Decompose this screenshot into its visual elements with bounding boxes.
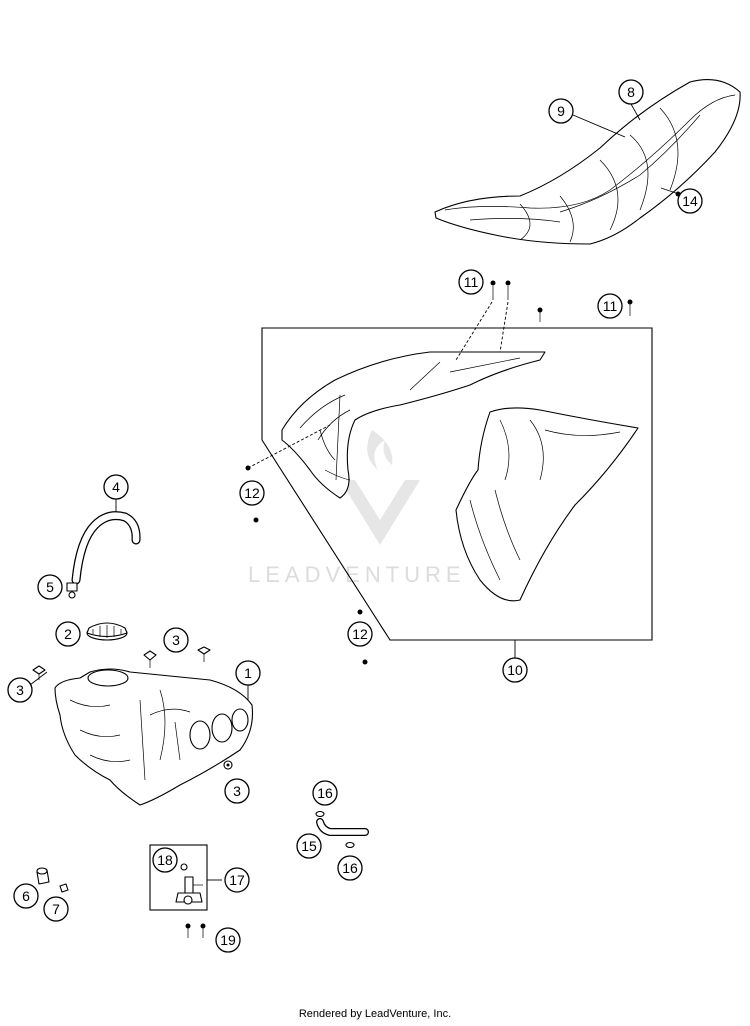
- fuel-tap-17: [175, 876, 203, 905]
- callout-11: 11: [597, 293, 623, 319]
- callout-16: 16: [312, 780, 338, 806]
- svg-text:3: 3: [172, 632, 180, 648]
- callout-12: 12: [347, 621, 373, 647]
- svg-text:12: 12: [244, 485, 260, 501]
- callout-17: 17: [224, 867, 250, 893]
- side-panel-frame: [261, 327, 653, 641]
- callout-12: 12: [239, 480, 265, 506]
- clamp-16-set: [315, 810, 355, 849]
- screw-3-set: [32, 646, 233, 770]
- svg-text:3: 3: [16, 682, 24, 698]
- screw-12-path: [247, 424, 331, 469]
- callout-11: 11: [458, 269, 484, 295]
- callout-5: 5: [37, 574, 63, 600]
- callout-3: 3: [163, 627, 189, 653]
- svg-text:10: 10: [507, 662, 523, 678]
- callout-16: 16: [337, 855, 363, 881]
- svg-text:12: 12: [352, 626, 368, 642]
- svg-text:16: 16: [342, 860, 358, 876]
- footer-credit: Rendered by LeadVenture, Inc.: [298, 1008, 452, 1020]
- leader-9: [572, 114, 626, 138]
- svg-text:1: 1: [244, 665, 252, 681]
- svg-text:16: 16: [317, 785, 333, 801]
- svg-text:8: 8: [627, 84, 635, 100]
- screw-12-set: [245, 465, 368, 665]
- svg-text:9: 9: [557, 103, 565, 119]
- svg-text:11: 11: [464, 274, 479, 290]
- watermark-text: LEADVENTURE: [248, 562, 466, 587]
- svg-text:5: 5: [46, 579, 54, 595]
- callout-18: 18: [152, 847, 178, 873]
- screw-19-set: [185, 923, 206, 938]
- fuel-tank-1: [54, 668, 254, 806]
- fitting-5: [66, 582, 78, 599]
- svg-text:6: 6: [22, 888, 30, 904]
- svg-text:4: 4: [112, 479, 120, 495]
- leader-8: [630, 103, 641, 121]
- callout-6: 6: [13, 883, 39, 909]
- callout-15: 15: [296, 833, 322, 859]
- callout-4: 4: [103, 474, 129, 500]
- svg-text:15: 15: [301, 838, 317, 854]
- callout-7: 7: [43, 896, 69, 922]
- right-side-panel: [455, 407, 639, 602]
- svg-text:17: 17: [229, 872, 245, 888]
- leadventure-watermark: LEADVENTURE: [248, 430, 466, 587]
- callout-3: 3: [224, 778, 250, 804]
- breather-hose-4: [71, 511, 141, 585]
- svg-text:3: 3: [233, 783, 241, 799]
- fuel-cap-2: [86, 622, 128, 641]
- bolt-7: [59, 883, 69, 893]
- callout-14: 14: [677, 188, 703, 214]
- callout-8: 8: [618, 79, 644, 105]
- fuel-hose-15: [316, 818, 369, 836]
- screw-11-paths: [455, 301, 509, 361]
- callout-10: 10: [502, 657, 528, 683]
- leader-3: [29, 671, 48, 686]
- svg-text:18: 18: [157, 852, 173, 868]
- o-ring-18: [180, 863, 188, 871]
- fuel-tap-frame: [149, 844, 208, 911]
- svg-text:19: 19: [220, 932, 236, 948]
- callout-19: 19: [215, 927, 241, 953]
- svg-text:14: 14: [682, 193, 698, 209]
- svg-text:7: 7: [52, 901, 60, 917]
- callout-1: 1: [235, 660, 261, 686]
- callout-3: 3: [7, 677, 33, 703]
- callout-2: 2: [55, 621, 81, 647]
- screw-11-set: [490, 280, 633, 322]
- svg-text:11: 11: [603, 298, 618, 314]
- svg-text:2: 2: [64, 626, 72, 642]
- callout-9: 9: [548, 98, 574, 124]
- spacer-6: [36, 867, 50, 885]
- left-side-panel: [281, 351, 546, 499]
- seat-part: [434, 79, 741, 245]
